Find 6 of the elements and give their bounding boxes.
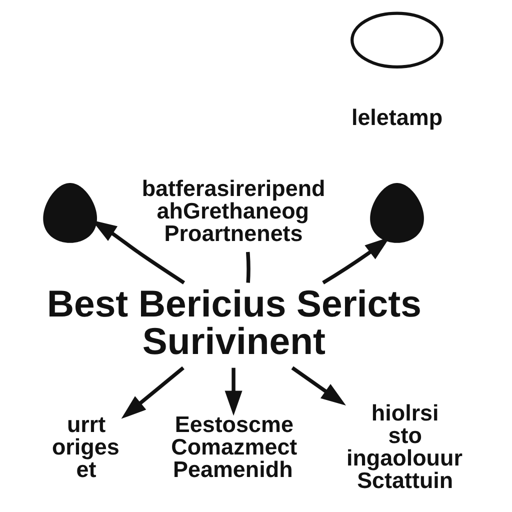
node-text: Eestoscme Comazmect Peamenidh [171, 412, 298, 482]
node-text: batferasireripend ahGrethaneog Proartnenets [142, 176, 326, 246]
node-text: Best Bericius Sericts Surivinent [46, 282, 422, 362]
node-text: urrt origes et [52, 412, 120, 482]
node-text: hiolrsi sto ingaolouur Sctattuin [346, 400, 462, 493]
node-text: leletamp [351, 104, 443, 130]
